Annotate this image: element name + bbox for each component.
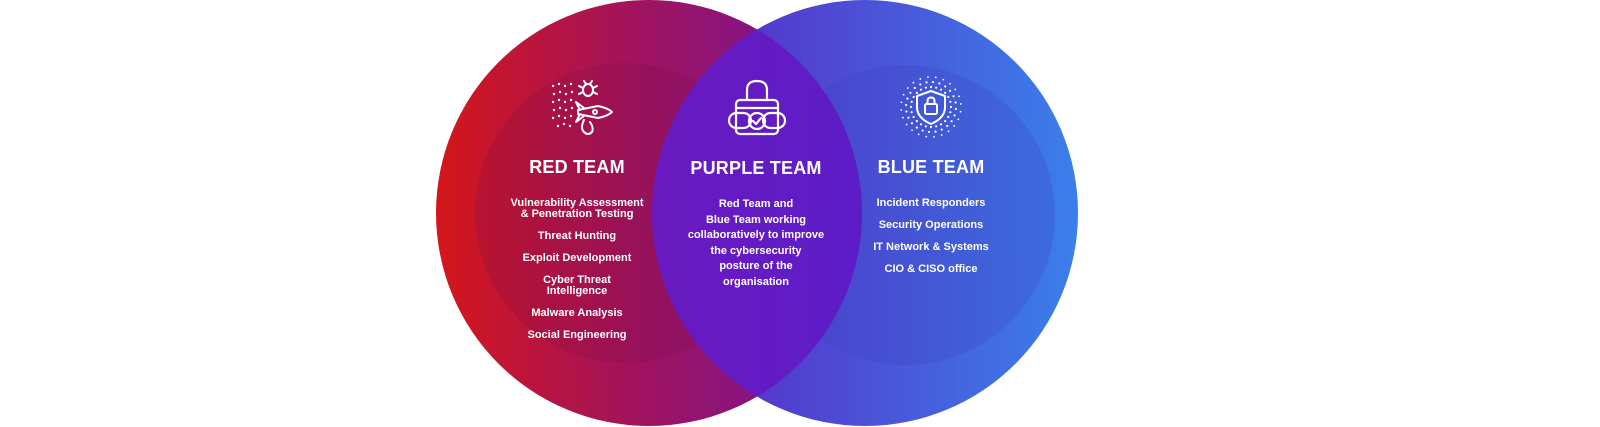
blue-team-item: Incident Responders xyxy=(876,197,986,209)
shield-ray-dot xyxy=(953,125,956,127)
shield-ray-dot xyxy=(910,122,914,125)
shield-ray-dot xyxy=(904,103,908,107)
shield-ray-dot xyxy=(906,87,909,89)
red-team-item: Cyber Threat Intelligence xyxy=(543,274,611,297)
shield-ray-dot xyxy=(909,105,913,109)
shield-ray-dot xyxy=(929,85,933,89)
shield-ray-dot xyxy=(946,124,949,128)
shield-ray-dot xyxy=(935,86,938,89)
shield-ray-dot xyxy=(959,110,962,113)
blue-team-title: BLUE TEAM xyxy=(877,157,985,177)
blue-team-item: CIO & CISO office xyxy=(884,263,978,275)
shield-ray-dot xyxy=(949,100,952,103)
shield-ray-dot xyxy=(910,100,913,103)
shield-ray-dot xyxy=(933,135,935,138)
shield-ray-dot xyxy=(915,91,918,94)
shield-ray-dot xyxy=(959,103,962,105)
shield-lock-icon xyxy=(900,76,962,138)
shield-ray-dot xyxy=(907,116,910,119)
shield-ray-dot xyxy=(947,115,950,119)
shield-ray-dot xyxy=(949,105,953,109)
shield-ray-dot xyxy=(934,76,937,79)
shield-ray-dot xyxy=(924,86,927,89)
shield-ray-dot xyxy=(952,95,955,98)
shield-ray-dot xyxy=(905,123,908,126)
shield-ray-dot xyxy=(954,101,957,104)
shield-ray-dot xyxy=(939,88,943,91)
shield-ray-dot xyxy=(909,91,912,94)
shield-ray-dot xyxy=(940,128,943,131)
blue-team-item: IT Network & Systems xyxy=(873,241,989,253)
shield-ray-dot xyxy=(948,89,952,92)
blue-team-item: Security Operations xyxy=(878,219,984,231)
red-team-item: Malware Analysis xyxy=(531,307,623,319)
red-team-item: Exploit Development xyxy=(522,252,632,264)
shield-ray-dot xyxy=(925,135,928,138)
shield-ray-dot xyxy=(949,111,952,114)
shield-ray-dot xyxy=(949,82,951,85)
red-team-item: Social Engineering xyxy=(527,329,627,341)
red-team-title: RED TEAM xyxy=(529,157,625,177)
shield-ray-dot xyxy=(902,116,904,119)
rocket-bug-icon xyxy=(551,80,613,135)
red-team-list: Vulnerability Assessment & Penetration T… xyxy=(477,198,677,352)
shield-ray-dot xyxy=(912,95,915,99)
shield-ray-dot xyxy=(913,86,916,90)
shield-ray-dot xyxy=(929,125,933,129)
shield-ray-dot xyxy=(924,125,927,128)
shield-ray-dot xyxy=(938,82,941,85)
shield-ray-dot xyxy=(940,134,943,136)
shield-ray-dot xyxy=(925,81,928,84)
red-team-item: Threat Hunting xyxy=(537,230,617,242)
shield-ray-dot xyxy=(950,120,953,123)
shield-ray-dot xyxy=(912,115,915,119)
shield-ray-dot xyxy=(935,125,938,128)
shield-ray-dot xyxy=(912,81,915,84)
shield-ray-dot xyxy=(944,85,947,88)
shield-ray-dot xyxy=(910,111,913,114)
shield-ray-dot xyxy=(919,78,922,80)
shield-ray-dot xyxy=(944,91,947,94)
purple-team-title: PURPLE TEAM xyxy=(690,158,822,178)
shield-ray-dot xyxy=(906,97,909,100)
padlock-chain-icon xyxy=(727,79,787,136)
shield-ray-dot xyxy=(900,101,903,104)
shield-ray-dot xyxy=(919,123,923,126)
shield-ray-dot xyxy=(902,93,905,96)
shield-ray-dot xyxy=(953,114,956,117)
shield-ray-dot xyxy=(919,88,923,91)
shield-ray-dot xyxy=(905,110,908,113)
shield-ray-dot xyxy=(900,109,903,111)
purple-team-overlap xyxy=(652,0,862,426)
shield-ray-dot xyxy=(917,133,920,136)
shield-ray-dot xyxy=(958,95,960,98)
shield-ray-dot xyxy=(942,78,945,81)
shield-ray-dot xyxy=(927,130,931,134)
shield-ray-dot xyxy=(911,129,913,132)
shield-ray-dot xyxy=(915,126,918,129)
shield-ray-dot xyxy=(944,120,947,123)
purple-team-description: Red Team and Blue Team working collabora… xyxy=(687,198,825,288)
shield-ray-dot xyxy=(939,123,943,126)
shield-ray-dot xyxy=(921,129,924,132)
shield-ray-dot xyxy=(954,88,957,91)
shield-ray-dot xyxy=(934,130,937,133)
shield-ray-dot xyxy=(954,107,958,111)
red-team-item: Vulnerability Assessment & Penetration T… xyxy=(510,197,644,220)
shield-ray-dot xyxy=(947,130,950,133)
shield-ray-dot xyxy=(915,120,918,123)
shield-ray-dot xyxy=(947,95,950,99)
shield-ray-dot xyxy=(927,76,929,79)
shield-ray-dot xyxy=(931,80,935,84)
shield-ray-dot xyxy=(957,118,960,121)
shield-ray-dot xyxy=(919,83,922,86)
